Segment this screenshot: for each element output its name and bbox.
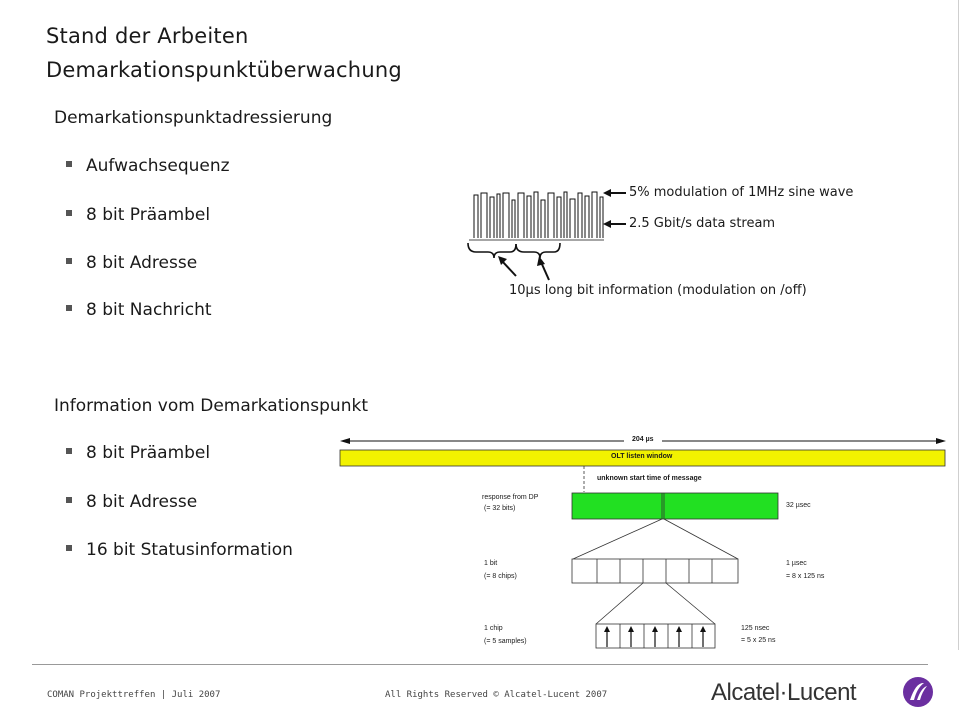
footer-event: COMAN Projekttreffen | Juli 2007: [47, 690, 221, 700]
alcatel-lucent-logo-text: Alcatel·Lucent: [711, 679, 857, 706]
footer-divider: [32, 664, 928, 665]
bullet-square-icon: [66, 210, 72, 216]
bullet-item: 8 bit Adresse: [66, 492, 197, 512]
label-chip-calc: = 5 x 25 ns: [741, 637, 776, 644]
bullet-item: 8 bit Präambel: [66, 443, 210, 463]
label-duration: 204 µs: [632, 436, 654, 443]
label-chip-samples: (= 5 samples): [484, 638, 527, 645]
label-bit-time: 1 µsec: [786, 560, 807, 567]
response-block: [571, 492, 779, 520]
bullet-square-icon: [66, 545, 72, 551]
label-chip-time: 125 nsec: [741, 625, 770, 632]
label-chip: 1 chip: [484, 625, 503, 632]
label-data-stream: 2.5 Gbit/s data stream: [629, 216, 776, 231]
footer-copyright: All Rights Reserved © Alcatel-Lucent 200…: [385, 690, 608, 700]
bullet-item: Aufwachsequenz: [66, 156, 230, 176]
slide-title-line2: Demarkationspunktüberwachung: [46, 58, 402, 82]
bullet-square-icon: [66, 448, 72, 454]
slide-right-border: [958, 0, 959, 650]
label-bit-information: 10µs long bit information (modulation on…: [509, 283, 807, 298]
label-response-bits: (= 32 bits): [484, 505, 516, 512]
label-bit-chips: (= 8 chips): [484, 573, 517, 580]
label-bit: 1 bit: [484, 560, 498, 567]
bullet-item: 8 bit Nachricht: [66, 300, 212, 320]
bullet-square-icon: [66, 161, 72, 167]
label-bit-calc: = 8 x 125 ns: [786, 573, 825, 580]
label-response: response from DP: [482, 494, 539, 501]
alcatel-lucent-logo-icon: [903, 677, 933, 707]
section-heading-information: Information vom Demarkationspunkt: [54, 396, 368, 416]
section-heading-adressierung: Demarkationspunktadressierung: [54, 108, 333, 128]
label-modulation: 5% modulation of 1MHz sine wave: [629, 185, 854, 200]
bullet-item: 8 bit Adresse: [66, 253, 197, 273]
bullet-item: 16 bit Statusinformation: [66, 540, 293, 560]
label-response-time: 32 µsec: [786, 502, 811, 509]
bullet-square-icon: [66, 497, 72, 503]
bullet-item: 8 bit Präambel: [66, 205, 210, 225]
olt-listen-window-bar: [339, 449, 946, 467]
slide-title-line1: Stand der Arbeiten: [46, 24, 249, 48]
label-unknown-start: unknown start time of message: [597, 475, 702, 482]
label-olt-listen-window: OLT listen window: [611, 453, 673, 460]
bullet-square-icon: [66, 258, 72, 264]
bit-chips-row: [571, 558, 739, 584]
bullet-square-icon: [66, 305, 72, 311]
